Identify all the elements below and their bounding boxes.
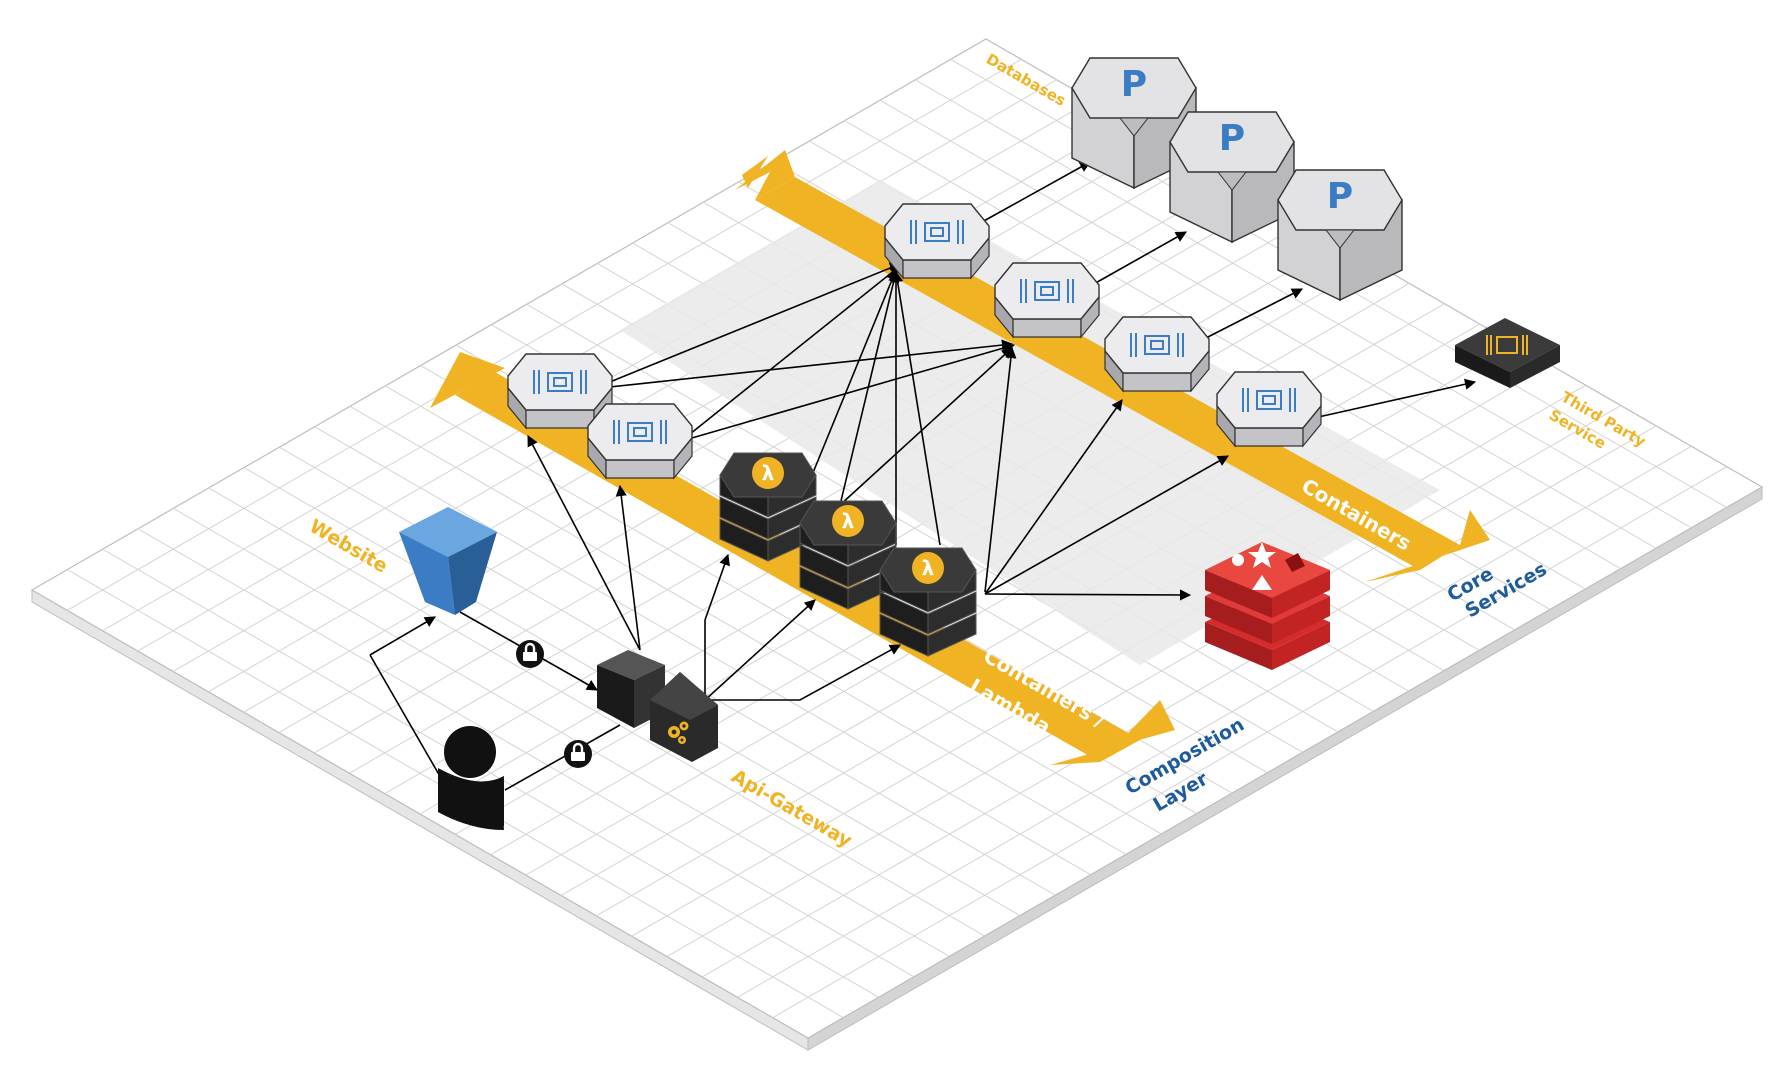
chip-icon (1020, 279, 1074, 303)
database-node-3: P (1277, 169, 1403, 302)
svg-text:λ: λ (762, 461, 775, 485)
composition-shade (620, 180, 1440, 665)
gears-icon (668, 721, 689, 744)
chip-icon (1486, 335, 1528, 355)
lambda-node-3: λ (879, 547, 977, 657)
svg-text:λ: λ (922, 556, 935, 580)
redis-shapes-icon (1232, 542, 1305, 590)
composition-container-2 (587, 403, 693, 480)
lambda-node-1: λ (719, 452, 817, 562)
lambda-icon: λ (752, 457, 784, 489)
lambda-node-2: λ (799, 500, 897, 610)
core-container-3 (1104, 316, 1210, 393)
database-node-1: P (1071, 57, 1197, 190)
lambda-icon: λ (912, 552, 944, 584)
core-container-4 (1216, 371, 1322, 448)
chip-icon (1130, 333, 1184, 357)
chip-icon (613, 420, 667, 444)
chip-icon (533, 370, 587, 394)
svg-text:λ: λ (842, 509, 855, 533)
core-container-1 (884, 203, 990, 280)
core-container-2 (994, 262, 1100, 339)
service-nodes: P P Pλ λ λ (507, 57, 1403, 657)
lock-badge-website (516, 640, 544, 668)
api-gateway-node (597, 650, 718, 762)
lock-badge-user (564, 740, 592, 768)
lambda-icon: λ (832, 505, 864, 537)
connection-edges (369, 161, 1477, 791)
postgres-p-icon: P (1121, 64, 1147, 105)
chip-icon (1242, 388, 1296, 412)
redis-stack (1205, 542, 1330, 670)
user-icon (438, 726, 504, 830)
third-party-node (1455, 318, 1560, 388)
website-bucket-icon (399, 507, 497, 615)
postgres-p-icon: P (1327, 176, 1353, 217)
postgres-p-icon: P (1219, 118, 1245, 159)
chip-icon (910, 220, 964, 244)
